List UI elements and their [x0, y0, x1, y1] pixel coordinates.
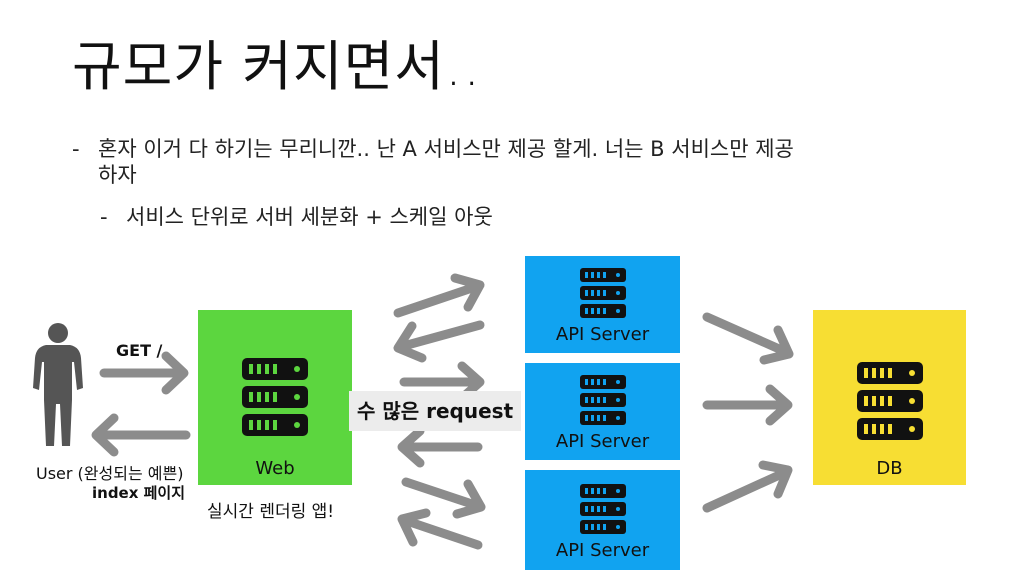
server-rack-icon [856, 362, 923, 440]
arrow-user-to-web [99, 351, 189, 395]
web-server-box: Web [198, 310, 352, 485]
db-label: DB [876, 458, 903, 479]
get-request-label: GET / [116, 341, 163, 360]
person-icon [33, 323, 83, 446]
server-rack-icon [579, 268, 626, 318]
server-rack-icon [579, 375, 626, 425]
arrow-api-3-to-web [397, 508, 483, 550]
bullet-1: -혼자 이거 다 하기는 무리니깐.. 난 A 서비스만 제공 할게. 너는 B… [72, 136, 952, 188]
arrow-api-3-to-db [702, 460, 793, 513]
api-server-box-2: API Server [525, 363, 680, 460]
server-rack-icon [579, 484, 626, 534]
many-requests-label: 수 많은 request [349, 391, 522, 431]
api-server-label: API Server [555, 540, 650, 561]
arrow-web-to-api-1 [393, 273, 485, 318]
api-server-label: API Server [555, 324, 650, 345]
arrow-web-to-api-3 [401, 477, 486, 519]
arrow-api-2-to-db [702, 384, 793, 426]
bullet-dash: - [72, 137, 80, 161]
bullet-1-continuation: 하자 [98, 163, 137, 187]
bullet-1-text: 혼자 이거 다 하기는 무리니깐.. 난 A 서비스만 제공 할게. 너는 B … [98, 137, 794, 161]
bullet-dash: - [100, 205, 108, 229]
realtime-render-label: 실시간 렌더링 앱! [207, 502, 335, 522]
bullet-2: -서비스 단위로 서버 세분화 + 스케일 아웃 [100, 204, 493, 230]
api-server-label: API Server [555, 431, 650, 452]
arrow-api-1-to-db [702, 312, 794, 365]
server-rack-icon [242, 358, 308, 436]
arrow-api-1-to-web [393, 320, 485, 363]
arrow-api-2-to-web [397, 426, 483, 468]
page-title: 규모가 커지면서.. [72, 35, 482, 98]
arrow-web-to-user [91, 413, 191, 457]
api-server-box-1: API Server [525, 256, 680, 353]
web-label: Web [255, 458, 295, 479]
api-server-box-3: API Server [525, 470, 680, 570]
bullet-2-text: 서비스 단위로 서버 세분화 + 스케일 아웃 [126, 205, 493, 229]
index-page-label: index 페이지 [92, 484, 186, 502]
db-box: DB [813, 310, 966, 485]
user-label: User (완성되는 예쁜) [36, 464, 184, 483]
